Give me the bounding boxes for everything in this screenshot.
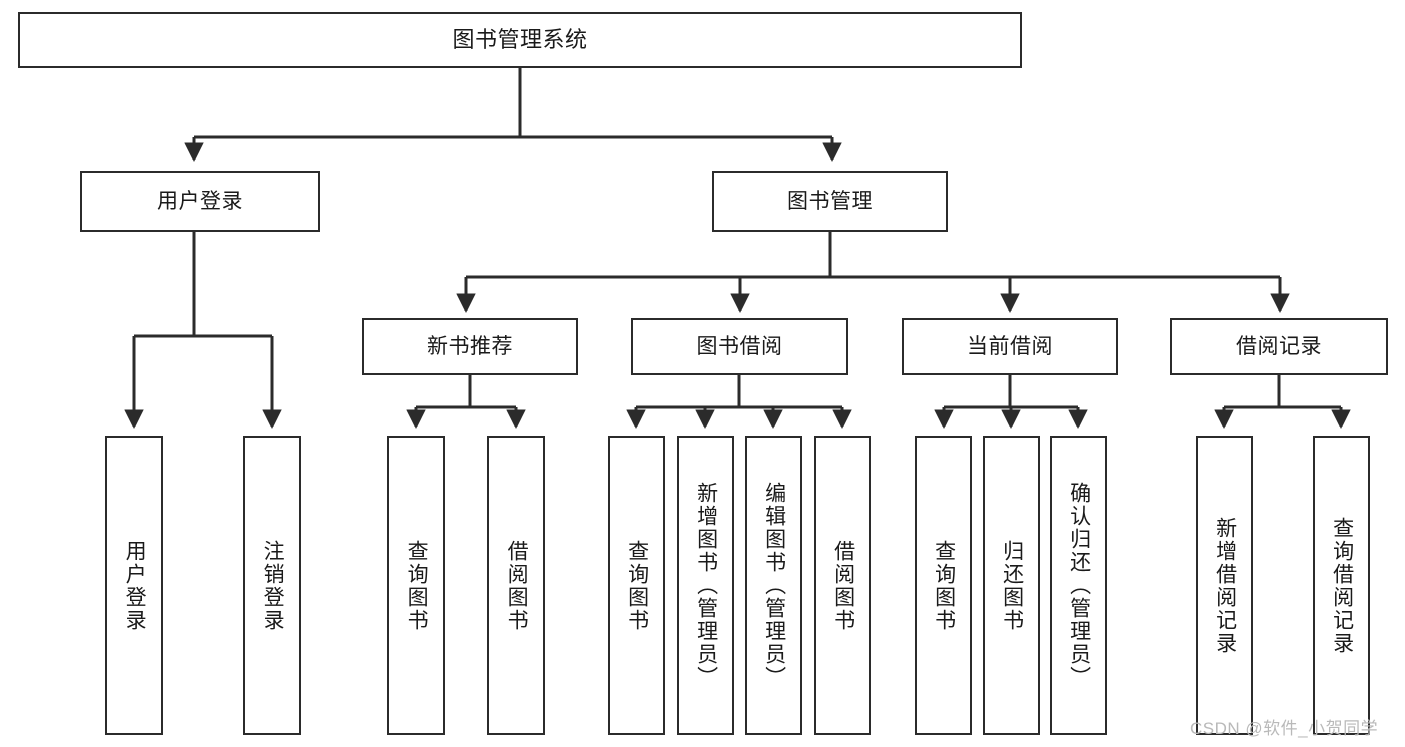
leaf-query-book-1[interactable]: 查询图书	[387, 436, 445, 735]
leaf-query-book-3[interactable]: 查询图书	[915, 436, 972, 735]
node-root-label: 图书管理系统	[452, 26, 588, 52]
leaf-logout-login[interactable]: 注销登录	[243, 436, 301, 735]
leaf-query-book-3-label: 查询图书	[932, 539, 956, 632]
node-book-borrow-label: 图书借阅	[696, 334, 783, 358]
csdn-watermark: CSDN @软件_小贺同学	[1190, 719, 1379, 738]
leaf-user-login-label: 用户登录	[123, 539, 147, 632]
node-book-manage[interactable]: 图书管理	[712, 171, 948, 232]
node-borrow-record[interactable]: 借阅记录	[1170, 318, 1388, 375]
node-new-book-recommend[interactable]: 新书推荐	[362, 318, 578, 375]
leaf-confirm-return[interactable]: 确认归还（管理员）	[1050, 436, 1107, 735]
leaf-borrow-book-1[interactable]: 借阅图书	[487, 436, 545, 735]
leaf-query-record-label: 查询借阅记录	[1330, 516, 1354, 655]
leaf-add-book-label: 新增图书（管理员）	[694, 482, 718, 689]
node-book-manage-label: 图书管理	[787, 189, 873, 213]
node-user-login-label: 用户登录	[157, 189, 243, 213]
leaf-add-record[interactable]: 新增借阅记录	[1196, 436, 1253, 735]
leaf-add-book[interactable]: 新增图书（管理员）	[677, 436, 734, 735]
node-current-borrow[interactable]: 当前借阅	[902, 318, 1118, 375]
node-root-system[interactable]: 图书管理系统	[18, 12, 1022, 68]
leaf-borrow-book-2-label: 借阅图书	[831, 539, 855, 632]
leaf-logout-login-label: 注销登录	[261, 539, 285, 632]
leaf-borrow-book-2[interactable]: 借阅图书	[814, 436, 871, 735]
node-new-book-recommend-label: 新书推荐	[427, 334, 513, 358]
leaf-query-book-2-label: 查询图书	[625, 539, 649, 632]
node-book-borrow[interactable]: 图书借阅	[631, 318, 848, 375]
leaf-edit-book[interactable]: 编辑图书（管理员）	[745, 436, 802, 735]
leaf-query-record[interactable]: 查询借阅记录	[1313, 436, 1370, 735]
node-current-borrow-label: 当前借阅	[967, 334, 1053, 358]
node-user-login[interactable]: 用户登录	[80, 171, 320, 232]
leaf-query-book-2[interactable]: 查询图书	[608, 436, 665, 735]
leaf-user-login[interactable]: 用户登录	[105, 436, 163, 735]
leaf-add-record-label: 新增借阅记录	[1213, 516, 1237, 655]
leaf-return-book[interactable]: 归还图书	[983, 436, 1040, 735]
leaf-edit-book-label: 编辑图书（管理员）	[762, 482, 786, 689]
leaf-borrow-book-1-label: 借阅图书	[505, 539, 529, 632]
node-borrow-record-label: 借阅记录	[1236, 334, 1322, 358]
leaf-query-book-1-label: 查询图书	[405, 539, 429, 632]
leaf-return-book-label: 归还图书	[1000, 539, 1024, 632]
leaf-confirm-return-label: 确认归还（管理员）	[1067, 482, 1091, 689]
